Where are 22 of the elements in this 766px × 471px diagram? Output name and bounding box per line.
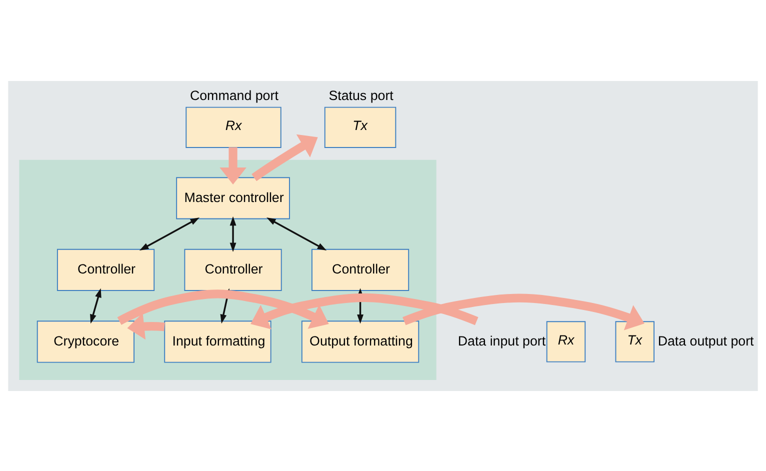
arrow [220, 146, 246, 184]
node-label: Data input port [458, 332, 546, 348]
node-box: Controller [184, 248, 282, 291]
cluster [19, 159, 436, 380]
arrow [252, 134, 318, 181]
arrow [139, 217, 200, 250]
arrow [230, 216, 236, 252]
node-label: Data output port [658, 332, 754, 348]
node-box: Controller [311, 248, 410, 291]
node-box: Input formatting [164, 320, 272, 362]
node-box: Output formatting [301, 320, 420, 362]
arrow [117, 289, 329, 328]
arrow [250, 292, 478, 329]
node-box: Cryptocore [36, 320, 134, 362]
node-box: Controller [56, 248, 155, 291]
node-box: Master controller [176, 176, 290, 219]
arrow [127, 312, 165, 340]
node-label: Command port [190, 87, 278, 102]
arrow [266, 217, 327, 250]
arrow [90, 288, 102, 324]
arrow [402, 293, 644, 330]
node-label: Status port [328, 87, 394, 102]
